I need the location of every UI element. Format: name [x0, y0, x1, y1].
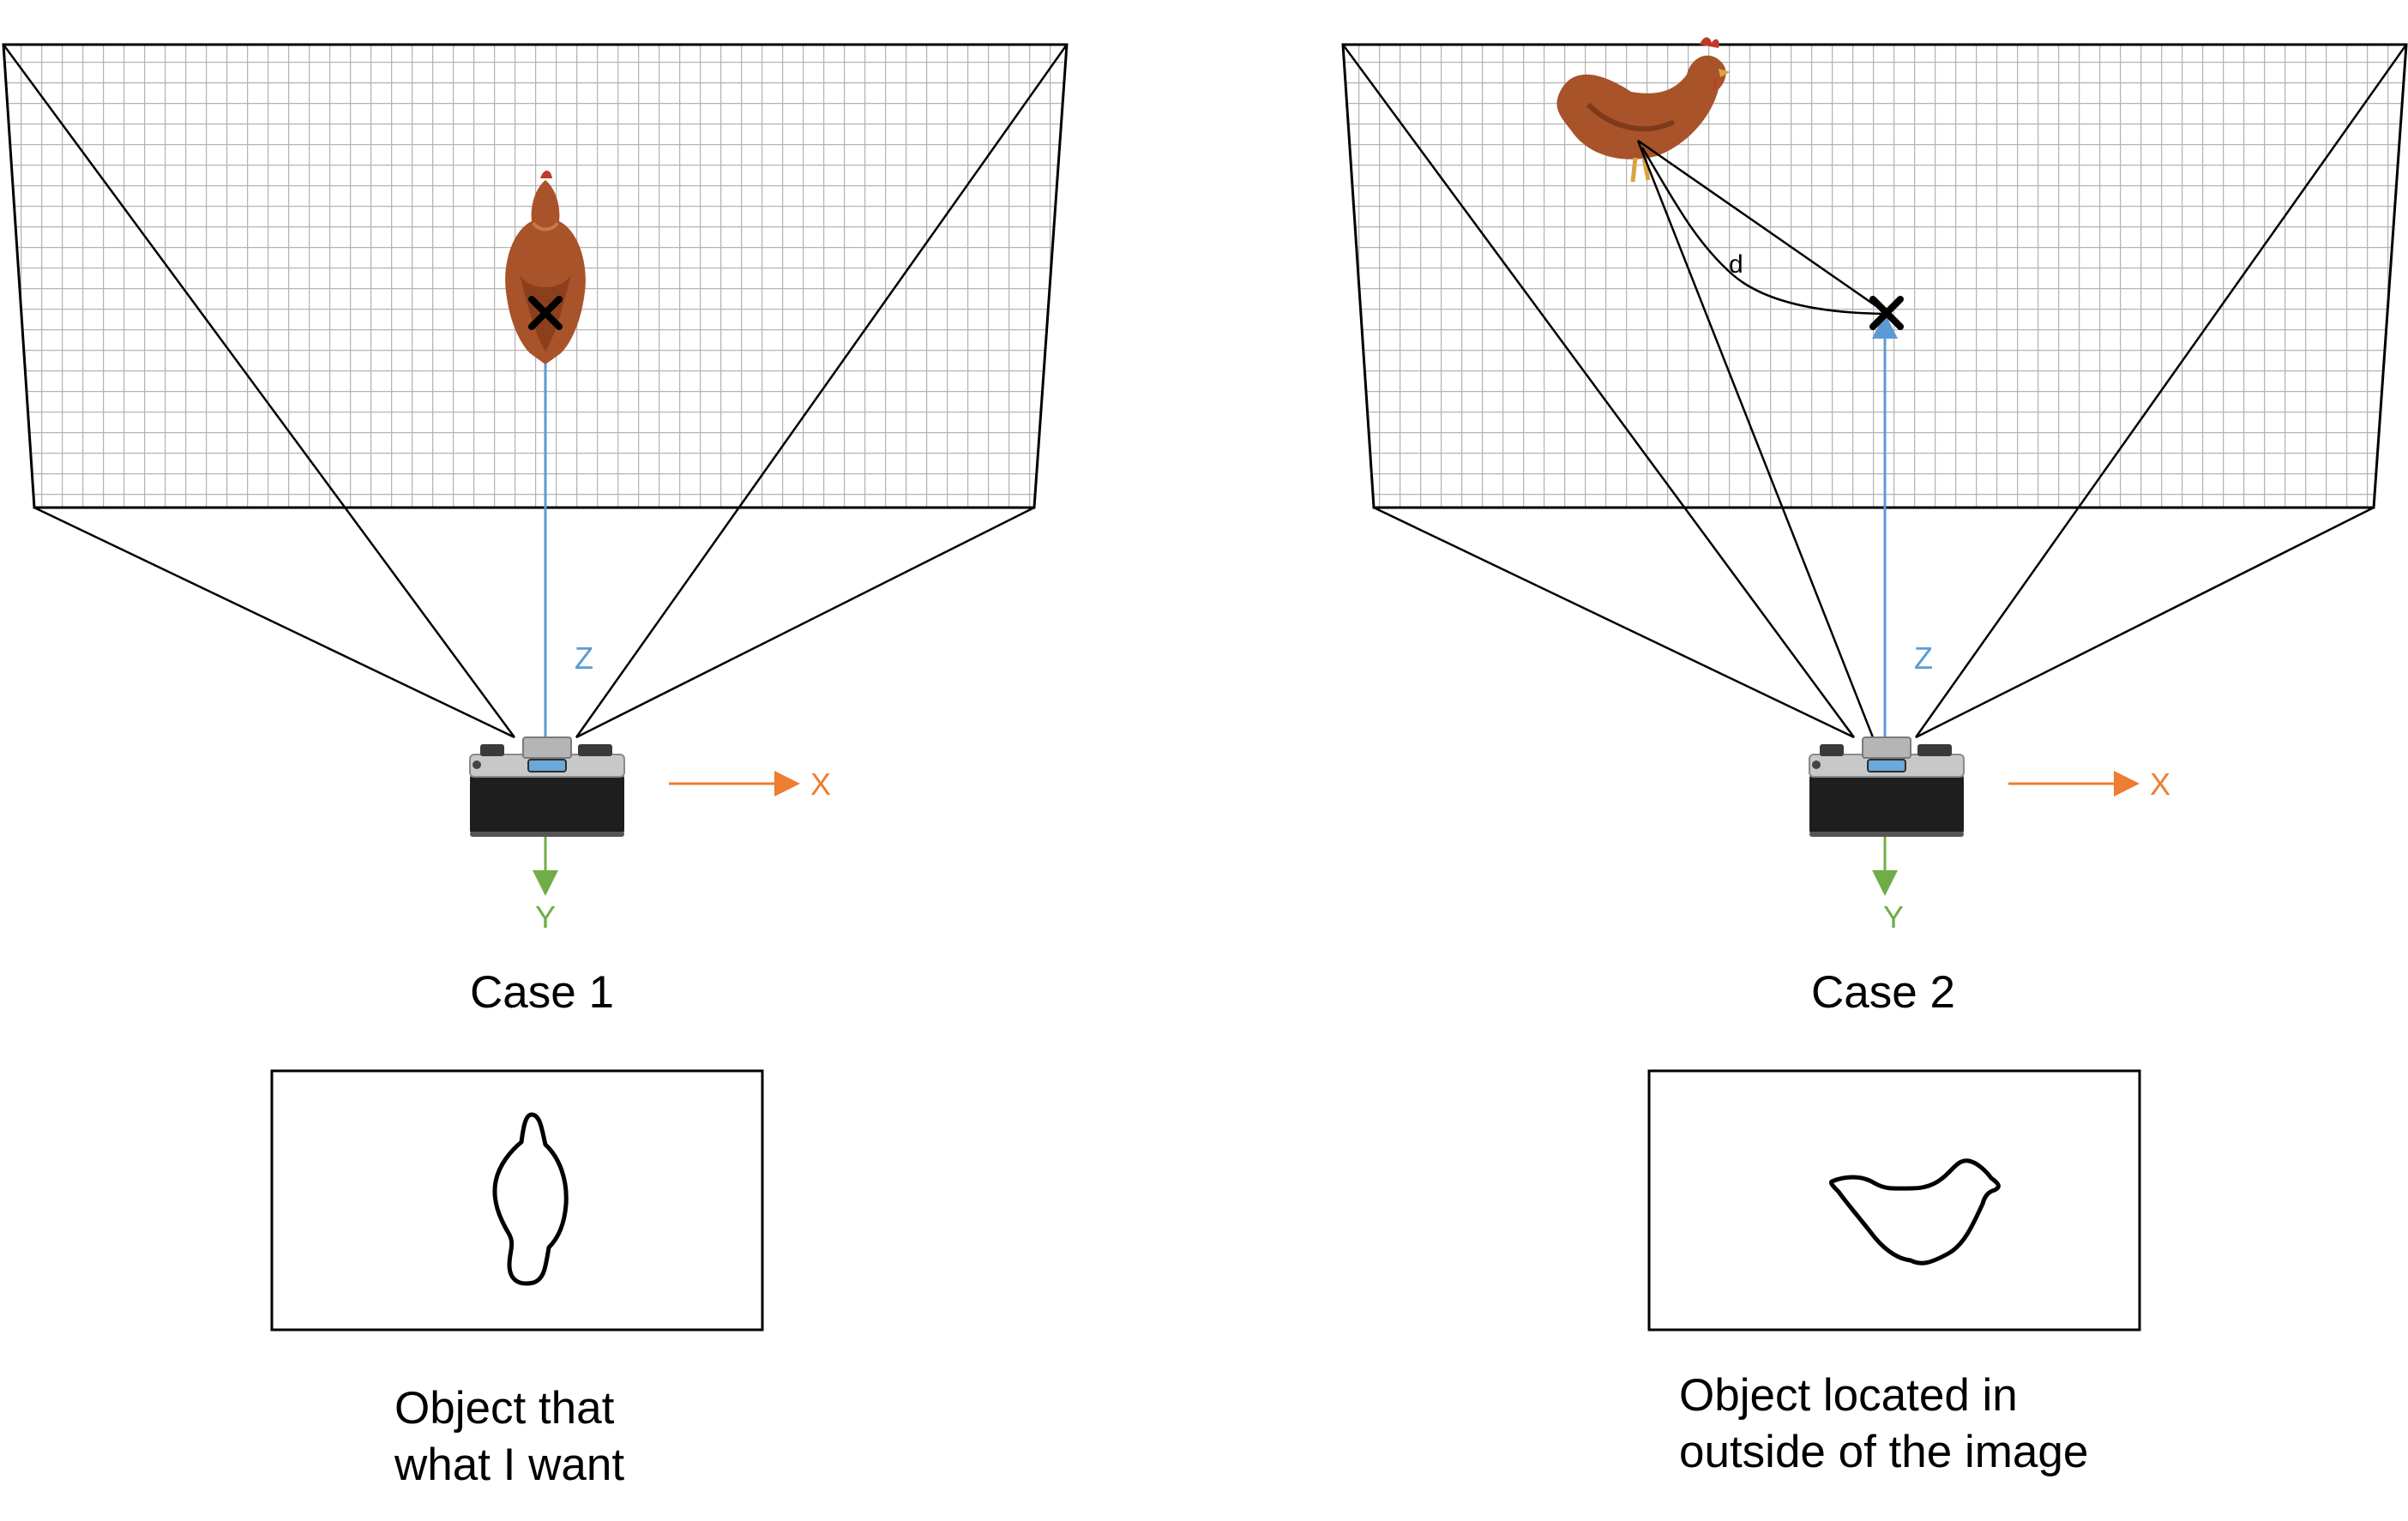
case-1-group: Z X Y Case 1 Object that what I want: [2, 43, 1069, 1490]
camera-icon: [469, 736, 625, 838]
case-1-caption-line-1: Object that: [394, 1383, 615, 1434]
chicken-outline-icon: [492, 1112, 569, 1286]
frustum-lines: [1341, 44, 2408, 739]
z-axis-label: Z: [1914, 640, 1933, 676]
y-axis-label: Y: [535, 899, 556, 935]
ray-lines: [1636, 139, 1886, 738]
case-1-caption-line-2: what I want: [394, 1440, 624, 1490]
camera-icon: [1809, 736, 1965, 838]
image-plane-grid: [1341, 43, 2408, 509]
case-2-title: Case 2: [1811, 967, 1955, 1018]
x-axis-label: X: [2150, 767, 2170, 802]
x-axis-label: X: [810, 767, 831, 802]
distance-curve: [1640, 147, 1884, 316]
distance-label: d: [1729, 250, 1743, 279]
result-image-frame: [1647, 1069, 2141, 1332]
chicken-outline-icon: [1829, 1158, 2001, 1265]
z-axis-label: Z: [575, 640, 593, 676]
case-2-group: d Z X Y Case 2 Object located in outside…: [1341, 38, 2408, 1477]
case-2-caption-line-1: Object located in: [1679, 1370, 2018, 1421]
y-axis-label: Y: [1883, 899, 1904, 935]
result-image-frame: [270, 1069, 764, 1332]
frustum-lines: [2, 44, 1069, 739]
case-1-title: Case 1: [470, 967, 614, 1018]
case-2-caption-line-2: outside of the image: [1679, 1427, 2088, 1477]
